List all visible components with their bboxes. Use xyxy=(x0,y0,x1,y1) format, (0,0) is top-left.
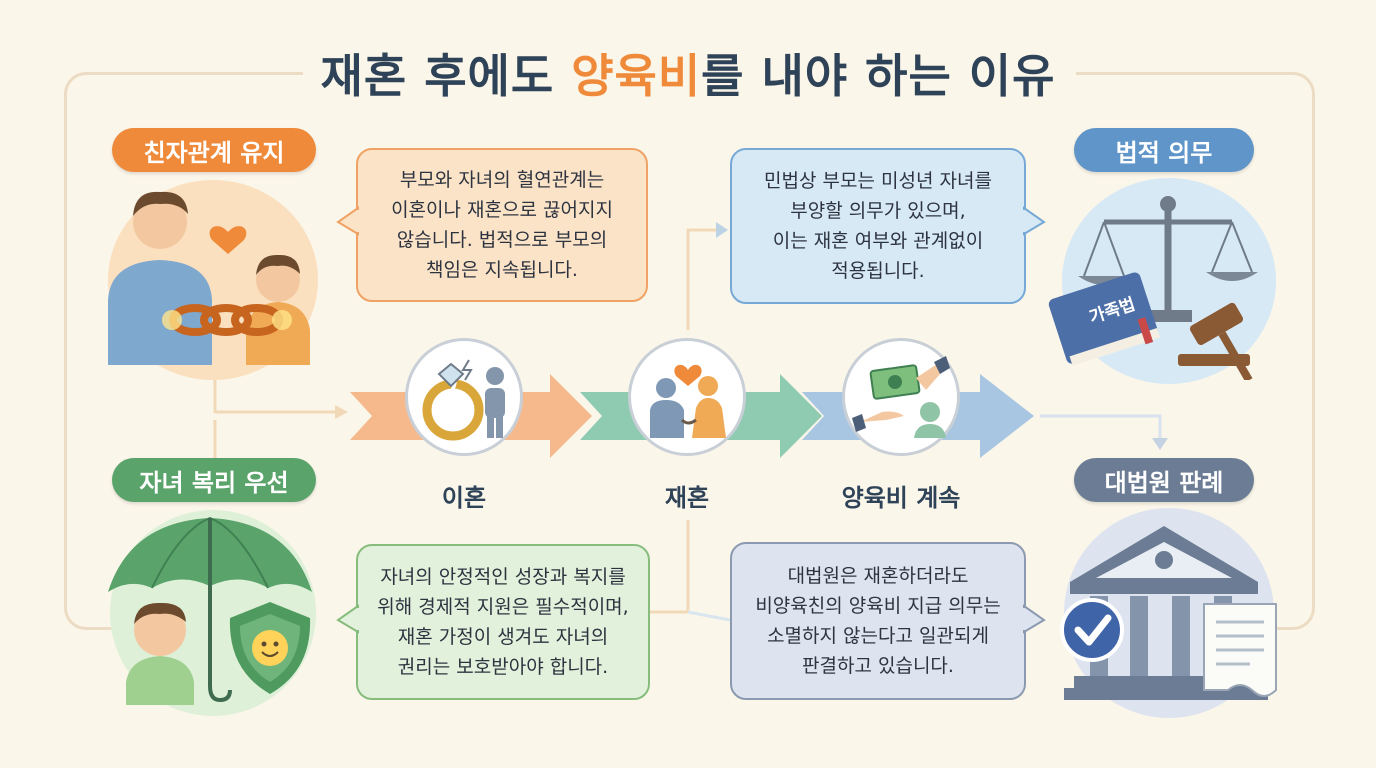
umbrella-shield-icon xyxy=(108,516,312,705)
title-text-before: 재혼 후에도 xyxy=(320,49,572,103)
pill-kinship-label: 친자관계 유지 xyxy=(143,138,285,167)
arrow-head-left xyxy=(335,405,348,419)
step-remarriage-circle xyxy=(628,338,746,456)
title-text-after: 를 내야 하는 이유 xyxy=(701,49,1056,103)
bubble-supreme-court: 대법원은 재혼하더라도 비양육친의 양육비 지급 의무는 소멸하지 않는다고 일… xyxy=(730,542,1026,700)
bubble-kinship-text: 부모와 자녀의 혈연관계는 이혼이나 재혼으로 끊어지지 않습니다. 법적으로 … xyxy=(391,169,613,281)
arrow-head-right xyxy=(1152,438,1168,450)
bubble-child-welfare: 자녀의 안정적인 성장과 복지를 위해 경제적 지원은 필수적이며, 재혼 가정… xyxy=(356,544,650,700)
bubble-supreme-court-text: 대법원은 재혼하더라도 비양육친의 양육비 지급 의무는 소멸하지 않는다고 일… xyxy=(755,565,1001,677)
bubble-child-welfare-text: 자녀의 안정적인 성장과 복지를 위해 경제적 지원은 필수적이며, 재혼 가정… xyxy=(377,566,629,678)
bubble-legal-duty-tail xyxy=(1022,206,1046,236)
title-highlight: 양육비 xyxy=(571,49,702,103)
divorce-ring-icon xyxy=(422,359,505,441)
pill-child-welfare-label: 자녀 복리 우선 xyxy=(139,468,289,497)
step-support-label: 양육비 계속 xyxy=(841,484,961,512)
bubble-legal-duty-text: 민법상 부모는 미성년 자녀를 부양할 의무가 있으며, 이는 재혼 여부와 관… xyxy=(764,170,992,282)
bubble-legal-duty: 민법상 부모는 미성년 자녀를 부양할 의무가 있으며, 이는 재혼 여부와 관… xyxy=(730,148,1026,304)
bubble-supreme-court-tail xyxy=(1022,604,1046,634)
arrow-head-top xyxy=(716,222,728,238)
pill-supreme-court: 대법원 판례 xyxy=(1074,458,1254,502)
step-divorce-label: 이혼 xyxy=(441,484,487,512)
pill-supreme-court-label: 대법원 판례 xyxy=(1104,468,1224,497)
pill-legal-duty-label: 법적 의무 xyxy=(1115,138,1213,167)
scales-book-gavel-icon: 가족법 xyxy=(1048,196,1258,380)
pill-kinship: 친자관계 유지 xyxy=(112,128,316,172)
pill-child-welfare: 자녀 복리 우선 xyxy=(112,458,316,502)
remarriage-couple-icon xyxy=(650,364,726,438)
bubble-kinship: 부모와 자녀의 혈연관계는 이혼이나 재혼으로 끊어지지 않습니다. 법적으로 … xyxy=(356,148,648,302)
page-title: 재혼 후에도 양육비를 내야 하는 이유 xyxy=(0,40,1376,106)
pill-legal-duty: 법적 의무 xyxy=(1074,128,1254,172)
money-handover-icon xyxy=(852,356,950,438)
father-child-chain-icon xyxy=(108,191,310,365)
bubble-kinship-tail xyxy=(336,206,360,236)
step-remarriage-label: 재혼 xyxy=(664,484,710,512)
courthouse-icon xyxy=(1060,526,1277,700)
bubble-child-welfare-tail xyxy=(336,604,360,634)
